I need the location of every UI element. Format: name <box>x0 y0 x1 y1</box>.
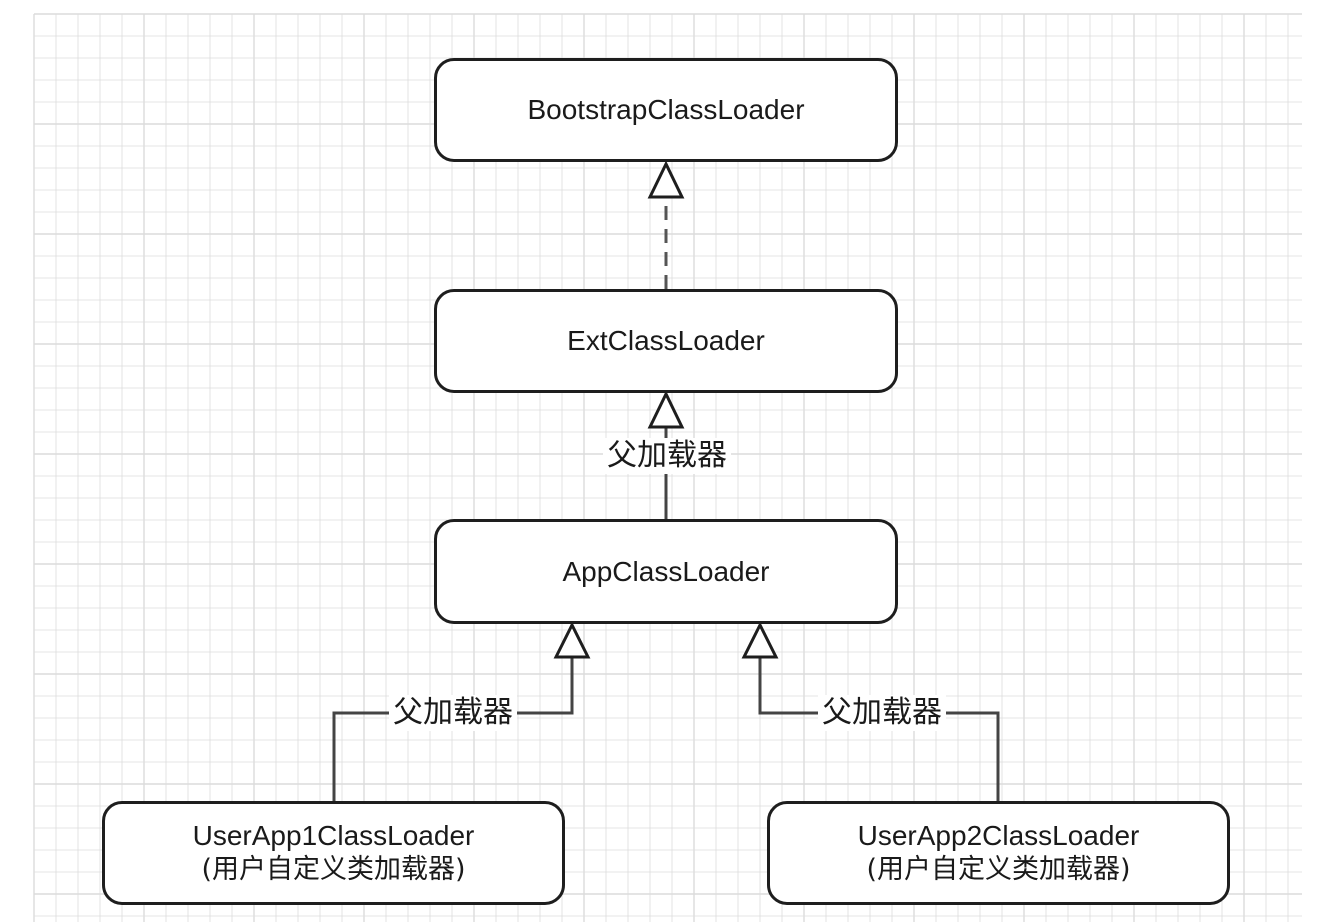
app-classloader-node[interactable]: AppClassLoader <box>434 519 898 624</box>
app-to-ext-arrowhead <box>647 390 685 429</box>
user2-to-app-edge-label: 父加载器 <box>818 695 946 731</box>
app-classloader-label: AppClassLoader <box>562 555 770 587</box>
user1-to-app-edge-label: 父加载器 <box>389 695 517 731</box>
ext-to-bootstrap-arrowhead <box>647 160 685 199</box>
userapp2-classloader-sublabel: (用户自定义类加载器) <box>866 854 1131 885</box>
app-to-ext-edge-label: 父加载器 <box>603 438 731 474</box>
user1-to-app-arrowhead <box>553 621 591 659</box>
bootstrap-classloader-label: BootstrapClassLoader <box>527 94 805 125</box>
userapp1-classloader-node[interactable]: UserApp1ClassLoader (用户自定义类加载器) <box>102 801 565 905</box>
ext-classloader-node[interactable]: ExtClassLoader <box>434 289 898 393</box>
userapp1-classloader-sublabel: (用户自定义类加载器) <box>201 854 466 885</box>
user2-to-app-arrowhead <box>741 621 779 659</box>
bootstrap-classloader-node[interactable]: BootstrapClassLoader <box>434 58 898 162</box>
ext-classloader-label: ExtClassLoader <box>567 325 765 356</box>
userapp1-classloader-label: UserApp1ClassLoader <box>192 820 475 851</box>
userapp2-classloader-node[interactable]: UserApp2ClassLoader (用户自定义类加载器) <box>767 801 1230 905</box>
userapp2-classloader-label: UserApp2ClassLoader <box>857 820 1140 851</box>
